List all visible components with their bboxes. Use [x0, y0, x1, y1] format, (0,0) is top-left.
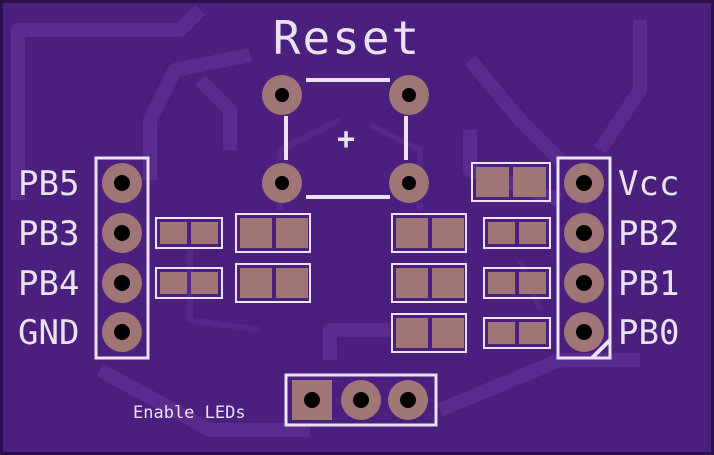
smd-led — [471, 162, 551, 202]
right-pin-label-pb0: PB0 — [618, 313, 679, 353]
left-pin-label-gnd: GND — [18, 313, 79, 353]
reset-switch[interactable]: + — [262, 74, 429, 203]
smd-resistor — [155, 267, 223, 299]
enable-leds-jumper[interactable] — [284, 373, 438, 427]
smd-resistor — [483, 217, 551, 249]
smd-led — [235, 213, 311, 253]
right-pin-label-vcc: Vcc — [618, 164, 679, 204]
left-pin-label-pb5: PB5 — [18, 164, 79, 204]
right-header-outline — [556, 156, 612, 360]
jumper-pin-3 — [388, 380, 428, 420]
right-header-pin-4 — [564, 312, 604, 352]
right-header-pin-3 — [564, 263, 604, 303]
right-pin-label-pb2: PB2 — [618, 214, 679, 254]
left-pin-header[interactable] — [94, 156, 150, 360]
jumper-outline — [284, 373, 438, 427]
left-header-outline — [94, 156, 150, 360]
smd-led — [391, 313, 467, 353]
jumper-pin-2 — [341, 380, 381, 420]
smd-led — [391, 213, 467, 253]
smd-resistor — [483, 267, 551, 299]
left-header-pin-2 — [102, 213, 142, 253]
switch-pad-tl — [262, 75, 302, 115]
left-pin-label-pb4: PB4 — [18, 264, 79, 304]
smd-resistor — [155, 217, 223, 249]
right-header-pin-1 — [564, 163, 604, 203]
left-header-pin-3 — [102, 263, 142, 303]
right-header-pin-2 — [564, 213, 604, 253]
right-pin-label-pb1: PB1 — [618, 264, 679, 304]
jumper-pin-1 — [292, 380, 332, 420]
left-header-pin-1 — [102, 163, 142, 203]
switch-pad-tr — [389, 75, 429, 115]
smd-resistor — [483, 317, 551, 349]
smd-led — [391, 263, 467, 303]
reset-plus-mark: + — [337, 122, 355, 157]
reset-title: Reset — [273, 11, 421, 65]
smd-led — [235, 263, 311, 303]
reset-switch-outline — [284, 78, 408, 199]
enable-leds-label: Enable LEDs — [133, 403, 246, 423]
switch-pad-br — [389, 163, 429, 203]
switch-pad-bl — [262, 163, 302, 203]
right-pin-header[interactable] — [556, 156, 612, 360]
right-header-pin1-mark — [590, 338, 612, 360]
left-header-pin-4 — [102, 312, 142, 352]
left-pin-label-pb3: PB3 — [18, 214, 79, 254]
